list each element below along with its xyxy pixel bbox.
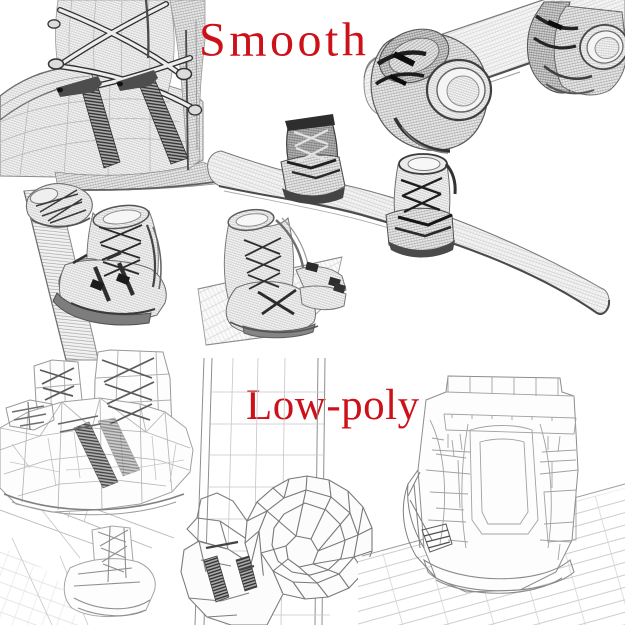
svg-text:Low-poly: Low-poly: [246, 382, 420, 429]
svg-text:Smooth: Smooth: [199, 14, 369, 67]
